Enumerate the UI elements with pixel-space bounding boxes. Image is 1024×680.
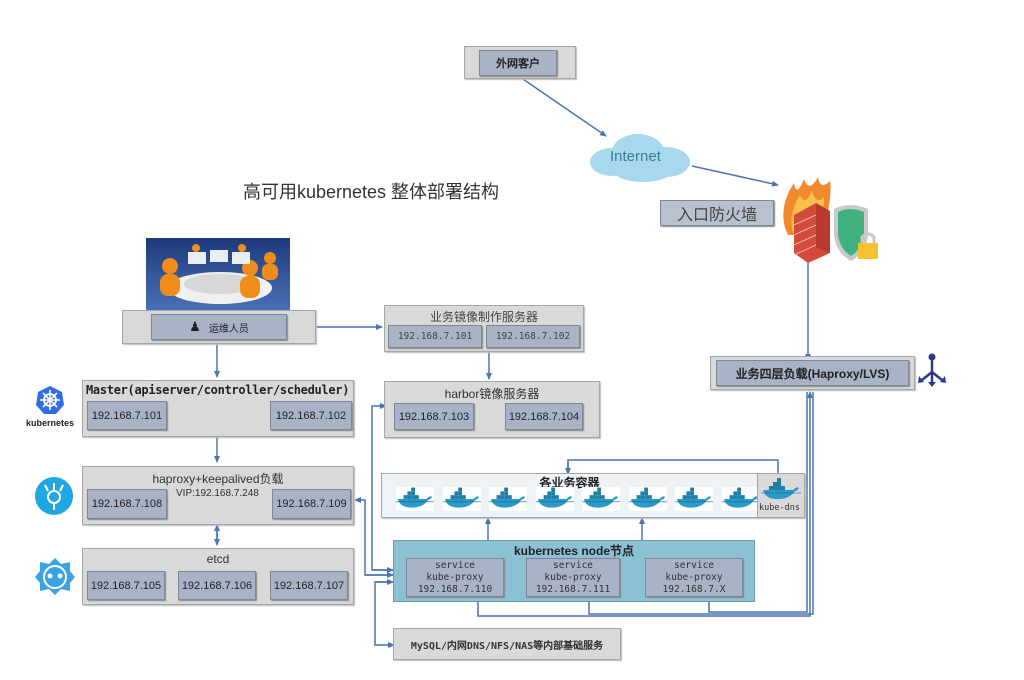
haproxy-host-2: 192.168.7.109 bbox=[272, 489, 351, 519]
infra-services-box: MySQL/内网DNS/NFS/NAS等内部基础服务 bbox=[393, 628, 621, 660]
l4-lb-box: 业务四层负载(Haproxy/LVS) bbox=[710, 356, 915, 390]
haproxy-box: haproxy+keepalived负载 VIP:192.168.7.248 1… bbox=[82, 466, 354, 525]
infra-services-label: MySQL/内网DNS/NFS/NAS等内部基础服务 bbox=[410, 640, 604, 652]
node-item-1-ip: 192.168.7.110 bbox=[417, 583, 493, 595]
master-host-1: 192.168.7.101 bbox=[87, 401, 167, 430]
kube-dns-box: kube-dns bbox=[757, 473, 805, 518]
node-item-3-ip: 192.168.7.X bbox=[662, 583, 726, 595]
haproxy-host-1: 192.168.7.108 bbox=[87, 489, 167, 519]
etcd-host-2: 192.168.7.106 bbox=[178, 571, 256, 600]
internet-cloud: Internet bbox=[588, 132, 692, 184]
node-item-1-line2: kube-proxy bbox=[426, 571, 484, 583]
node-item-3: service kube-proxy 192.168.7.X bbox=[645, 558, 743, 597]
docker-container-icon bbox=[489, 487, 527, 511]
node-item-2: service kube-proxy 192.168.7.111 bbox=[526, 558, 620, 597]
image-build-server-box: 业务镜像制作服务器 192.168.7.101 192.168.7.102 bbox=[384, 305, 584, 352]
k8s-node-title: kubernetes node节点 bbox=[513, 544, 635, 558]
harbor-server-box: harbor镜像服务器 192.168.7.103 192.168.7.104 bbox=[384, 381, 600, 438]
containers-box: 各业务容器 bbox=[381, 473, 758, 518]
external-client-label: 外网客户 bbox=[479, 50, 557, 76]
node-item-1-line1: service bbox=[434, 559, 476, 571]
person-icon: ♟ bbox=[189, 319, 201, 334]
node-item-3-line2: kube-proxy bbox=[665, 571, 723, 583]
docker-container-icon bbox=[536, 487, 574, 511]
image-build-host-1: 192.168.7.101 bbox=[388, 325, 482, 348]
firewall-label: 入口防火墙 bbox=[660, 200, 774, 226]
keepalived-icon bbox=[34, 476, 74, 521]
docker-container-icon bbox=[443, 487, 481, 511]
image-build-host-2: 192.168.7.102 bbox=[486, 325, 580, 348]
haproxy-vip: VIP:192.168.7.248 bbox=[176, 488, 259, 499]
k8s-node-box: kubernetes node节点 service kube-proxy 192… bbox=[393, 540, 755, 602]
kubernetes-helm-icon bbox=[36, 386, 64, 414]
node-item-2-line1: service bbox=[552, 559, 594, 571]
ops-label-box: ♟ 运维人员 bbox=[151, 314, 287, 340]
docker-container-icon bbox=[629, 487, 667, 511]
node-item-2-line2: kube-proxy bbox=[544, 571, 602, 583]
harbor-title: harbor镜像服务器 bbox=[444, 387, 540, 401]
node-item-2-ip: 192.168.7.111 bbox=[535, 583, 611, 595]
node1-to-lb-line bbox=[477, 391, 813, 617]
diagram-title: 高可用kubernetes 整体部署结构 bbox=[243, 182, 500, 202]
internet-label: Internet bbox=[610, 148, 661, 165]
docker-container-icon bbox=[675, 487, 713, 511]
ops-box: ♟ 运维人员 bbox=[122, 310, 316, 344]
image-build-title: 业务镜像制作服务器 bbox=[429, 310, 538, 324]
harbor-host-2: 192.168.7.104 bbox=[505, 403, 583, 430]
l4-lb-label: 业务四层负载(Haproxy/LVS) bbox=[716, 360, 909, 386]
docker-container-icon bbox=[582, 487, 620, 511]
haproxy-title: haproxy+keepalived负载 bbox=[152, 472, 284, 486]
cloud-icon bbox=[590, 134, 690, 182]
kube-dns-label: kube-dns bbox=[759, 503, 800, 513]
master-host-2: 192.168.7.102 bbox=[270, 401, 352, 430]
external-client-box: 外网客户 bbox=[464, 46, 576, 79]
master-title: Master(apiserver/controller/scheduler) bbox=[86, 383, 350, 397]
ops-team-image bbox=[146, 238, 290, 310]
etcd-host-1: 192.168.7.105 bbox=[87, 571, 165, 600]
kubernetes-logo: kubernetes bbox=[20, 385, 80, 430]
client-to-internet-line bbox=[516, 74, 607, 137]
firewall-icon bbox=[778, 175, 888, 265]
docker-container-icon bbox=[396, 487, 434, 511]
etcd-icon bbox=[34, 556, 76, 601]
ops-label: 运维人员 bbox=[208, 323, 249, 335]
docker-container-icon bbox=[722, 487, 760, 511]
etcd-host-3: 192.168.7.107 bbox=[270, 571, 348, 600]
master-box: Master(apiserver/controller/scheduler) 1… bbox=[82, 380, 354, 437]
harbor-host-1: 192.168.7.103 bbox=[394, 403, 474, 430]
load-balancer-icon bbox=[918, 352, 948, 393]
containers-title: 各业务容器 bbox=[539, 476, 600, 490]
node-item-1: service kube-proxy 192.168.7.110 bbox=[406, 558, 504, 597]
etcd-title: etcd bbox=[206, 552, 230, 566]
kubernetes-logo-label: kubernetes bbox=[25, 418, 75, 428]
kube-dns-docker-icon bbox=[761, 478, 801, 505]
node-item-3-line1: service bbox=[673, 559, 715, 571]
etcd-box: etcd 192.168.7.105 192.168.7.106 192.168… bbox=[82, 548, 354, 605]
internet-to-firewall-line bbox=[691, 165, 779, 187]
node-to-infra-line bbox=[374, 581, 395, 648]
